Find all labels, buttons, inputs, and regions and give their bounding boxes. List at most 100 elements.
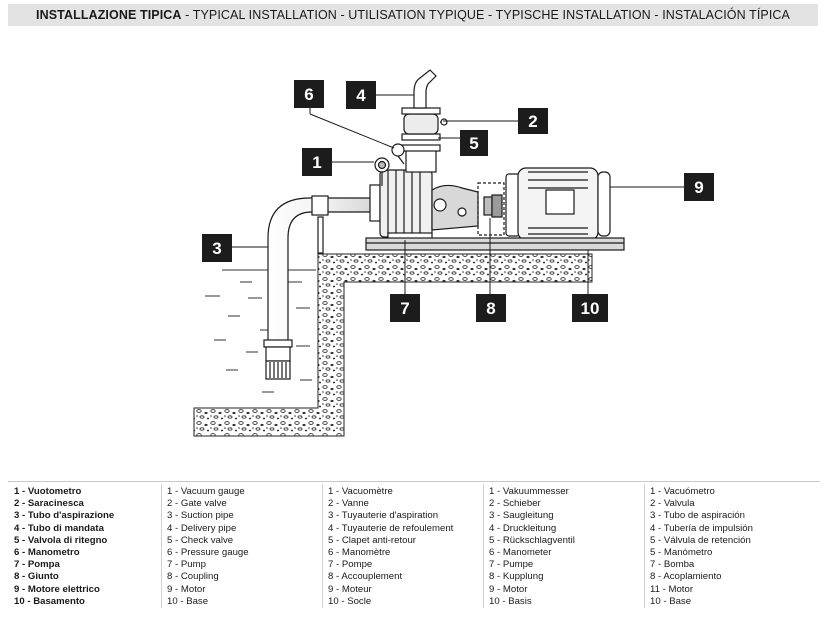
header-title-rest: - TYPICAL INSTALLATION - UTILISATION TYP… [181, 8, 790, 22]
ground [193, 253, 593, 437]
callout-10: 10 [572, 294, 608, 322]
legend-item: 2 - Valvula [650, 498, 695, 510]
legend-item: 10 - Basamento [14, 595, 85, 607]
page-header: INSTALLAZIONE TIPICA - TYPICAL INSTALLAT… [8, 4, 818, 26]
legend-item: 3 - Saugleitung [489, 510, 554, 522]
callout-3: 3 [202, 234, 232, 262]
callout-label: 10 [581, 299, 600, 318]
legend-divider [161, 484, 162, 608]
legend-item: 3 - Tuyauterie d'aspiration [328, 510, 439, 522]
legend-item: 7 - Pompa [14, 559, 60, 571]
legend-item: 1 - Vacuum gauge [167, 486, 245, 497]
legend-item: 8 - Acoplamiento [650, 571, 722, 583]
legend-item: 5 - Rückschlagventil [489, 534, 575, 546]
callout-label: 7 [400, 299, 409, 318]
callout-box [684, 173, 714, 201]
legend-item: 5 - Válvula de retención [650, 534, 751, 546]
legend-item: 8 - Kupplung [489, 571, 544, 583]
legend-item: 6 - Pressure gauge [167, 546, 249, 558]
legend-item: 5 - Check valve [167, 534, 234, 546]
legend-item: 8 - Giunto [14, 571, 59, 583]
callout-1: 1 [302, 148, 332, 176]
legend-item: 4 - Tuyauterie de refoulement [328, 522, 454, 534]
callout-2: 2 [518, 108, 548, 134]
callout-label: 5 [469, 134, 478, 153]
legend-item: 9 - Motor [167, 583, 206, 595]
legend-item: 4 - Tubería de impulsión [650, 522, 753, 534]
header-title-bold: INSTALLAZIONE TIPICA [36, 8, 182, 22]
legend-item: 3 - Tubo d'aspirazione [14, 510, 115, 522]
callout-label: 3 [212, 239, 221, 258]
legend-item: 5 - Clapet anti-retour [328, 534, 416, 546]
legend-item: 11 - Motor [650, 583, 694, 595]
callout-box [346, 81, 376, 109]
callout-9: 9 [684, 173, 714, 201]
callout-box [518, 108, 548, 134]
callout-label: 1 [312, 153, 321, 172]
callout-box [294, 80, 324, 108]
legend-item: 3 - Suction pipe [167, 510, 234, 522]
callout-label: 4 [356, 86, 366, 105]
legend-divider [644, 484, 645, 608]
legend-item: 6 - Manometer [489, 546, 552, 558]
legend-divider [483, 484, 484, 608]
legend-item: 1 - Vakuummesser [489, 486, 569, 497]
pump [369, 169, 479, 242]
base [365, 237, 625, 251]
callout-5: 5 [460, 130, 488, 156]
legend-item: 10 - Base [167, 595, 209, 607]
water-surface [205, 269, 316, 393]
callout-7: 7 [390, 294, 420, 322]
legend-item: 2 - Saracinesca [14, 498, 84, 510]
legend-item: 5 - Valvola di ritegno [14, 534, 108, 546]
legend-item: 9 - Moteur [328, 583, 372, 595]
legend-item: 1 - Vacuómetro [650, 486, 715, 497]
legend-item: 7 - Pump [167, 559, 206, 571]
legend-item: 2 - Schieber [489, 498, 541, 510]
callout-box [302, 148, 332, 176]
motor [505, 167, 611, 241]
coupling [477, 182, 505, 236]
legend-item: 2 - Vanne [328, 498, 369, 510]
callout-4: 4 [346, 81, 376, 109]
legend-item: 10 - Basis [489, 595, 532, 607]
legend-item: 10 - Socle [328, 595, 372, 607]
legend-item: 8 - Coupling [167, 571, 219, 583]
legend-item: 7 - Pompe [328, 559, 373, 571]
callout-box [476, 294, 506, 322]
legend-item: 8 - Accouplement [328, 571, 403, 583]
callout-box [460, 130, 488, 156]
callout-box [572, 294, 608, 322]
callout-box [390, 294, 420, 322]
installation-diagram: 1 2 3 4 5 6 7 8 9 10 [193, 69, 714, 437]
legend-item: 1 - Vuotometro [14, 486, 82, 497]
legend-item: 7 - Bomba [650, 559, 695, 571]
legend-item: 5 - Manómetro [650, 546, 713, 558]
legend-item: 10 - Base [650, 595, 692, 607]
callout-label: 9 [694, 178, 703, 197]
legend-item: 4 - Druckleitung [489, 522, 557, 534]
legend-item: 6 - Manomètre [328, 546, 391, 558]
legend-item: 2 - Gate valve [167, 498, 227, 510]
legend-divider [322, 484, 323, 608]
delivery-assembly [374, 69, 448, 186]
callout-box [202, 234, 232, 262]
callout-label: 8 [486, 299, 495, 318]
callout-label: 2 [528, 112, 537, 131]
callout-6: 6 [294, 80, 324, 108]
legend-item: 4 - Tubo di mandata [14, 522, 104, 534]
legend-item: 4 - Delivery pipe [167, 522, 237, 534]
legend-item: 9 - Motore elettrico [14, 583, 100, 595]
leader-lines [232, 94, 684, 296]
legend-item: 1 - Vacuomètre [328, 486, 393, 497]
callout-label: 6 [304, 85, 313, 104]
legend-item: 3 - Tubo de aspiración [650, 510, 745, 522]
legend-item: 6 - Manometro [14, 546, 80, 558]
callout-8: 8 [476, 294, 506, 322]
